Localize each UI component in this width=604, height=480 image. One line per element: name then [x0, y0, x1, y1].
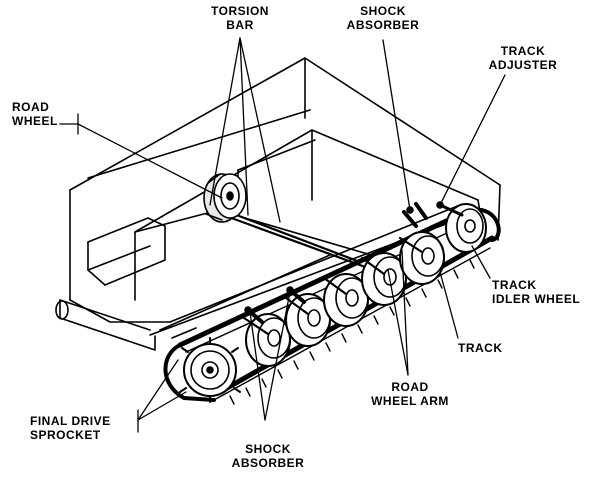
label-track-adjuster: TRACK ADJUSTER: [488, 44, 558, 72]
road-wheel-arms: [242, 236, 424, 336]
label-shock-absorber-bottom: SHOCK ABSORBER: [231, 442, 305, 470]
label-track: TRACK: [458, 341, 503, 355]
final-drive-sprocket: [171, 327, 241, 403]
label-road-wheel: ROAD WHEEL: [12, 100, 58, 128]
label-track-idler-wheel: TRACK IDLER WHEEL: [492, 278, 581, 306]
label-final-drive-sprocket: FINAL DRIVE SPROCKET: [30, 414, 111, 442]
label-torsion-bar: TORSION BAR: [211, 4, 269, 32]
hull: [55, 57, 501, 351]
label-shock-absorber-top: SHOCK ABSORBER: [346, 4, 420, 32]
road-wheel-5: [399, 231, 445, 285]
torsion-anchor-wheel: [203, 173, 247, 223]
road-wheel-1: [245, 313, 291, 367]
track-idler-wheel: [445, 203, 487, 253]
leader-lines: [59, 37, 506, 433]
label-road-wheel-arm: ROAD WHEEL ARM: [371, 380, 449, 408]
